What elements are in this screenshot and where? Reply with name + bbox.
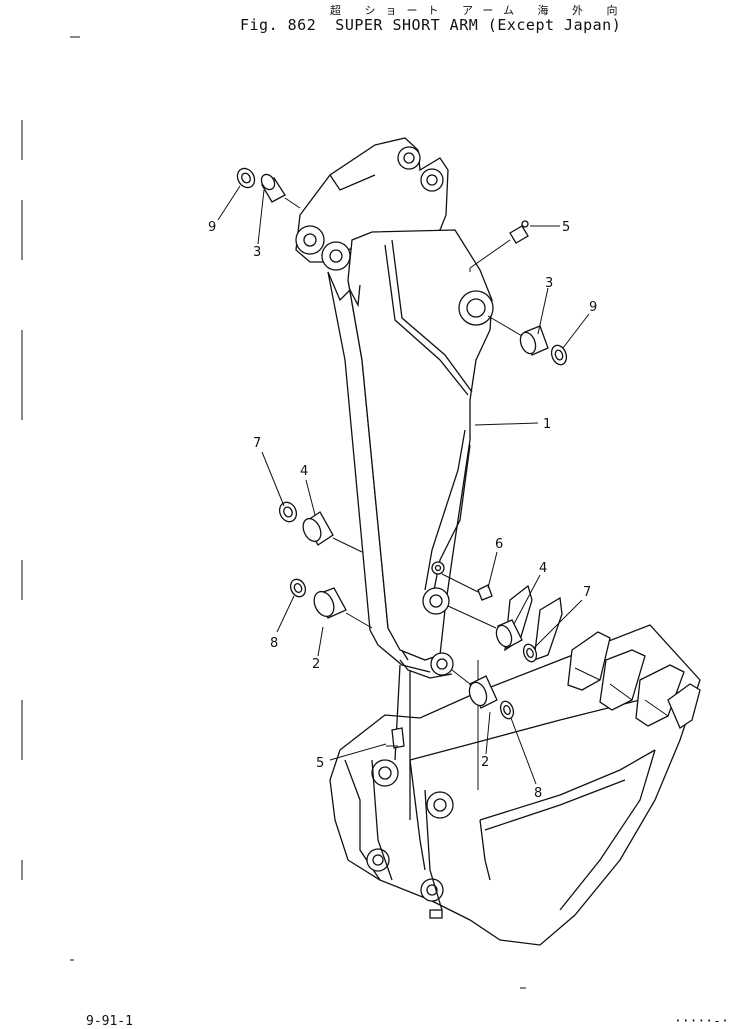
figure-title: Fig. 862 SUPER SHORT ARM (Except Japan): [240, 16, 622, 34]
callout-5-top: 5: [562, 220, 570, 235]
footer-page-code: 9-91-1: [86, 1014, 133, 1029]
callout-3-left: 3: [253, 245, 261, 260]
callout-7-right: 7: [583, 585, 591, 600]
japanese-title: 超 ショート アーム 海 外 向: [330, 4, 628, 17]
callout-1: 1: [543, 417, 551, 432]
arm-assembly: [295, 137, 494, 679]
callout-7-left: 7: [253, 436, 261, 451]
leader-lines: [217, 185, 590, 785]
parts-exploded: [236, 167, 568, 749]
callout-2-right: 2: [481, 755, 489, 770]
callout-5-bottom: 5: [316, 756, 324, 771]
bucket-assembly: [329, 584, 701, 989]
callout-4-right: 4: [539, 561, 547, 576]
callout-2-left: 2: [312, 657, 320, 672]
callout-6: 6: [495, 537, 503, 552]
callout-9-right: 9: [589, 300, 597, 315]
callouts: 1 2 2 3 3 4 4 5 5 6 7 7 8 8 9 9: [208, 220, 597, 801]
callout-8-left: 8: [270, 636, 278, 651]
callout-9-left: 9: [208, 220, 216, 235]
callout-3-right: 3: [545, 276, 553, 291]
callout-8-right: 8: [534, 786, 542, 801]
scan-edge-marks: [21, 36, 80, 961]
footer-drawing-code: ·····-·: [674, 1014, 729, 1029]
callout-4-left: 4: [300, 464, 308, 479]
